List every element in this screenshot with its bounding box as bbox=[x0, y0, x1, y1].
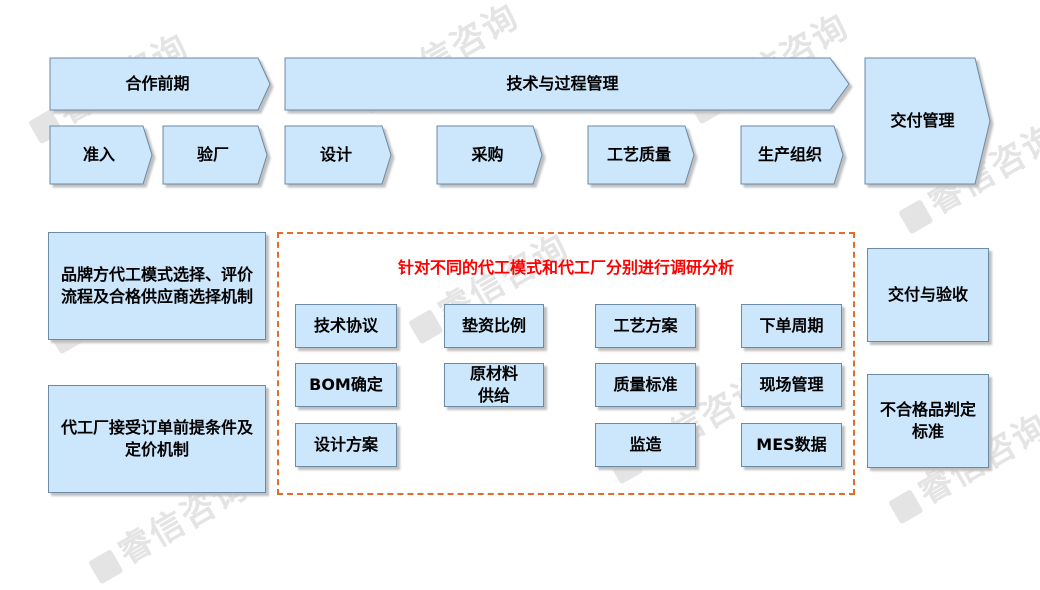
item-design-plan: 设计方案 bbox=[295, 423, 397, 467]
step-label-craft-quality: 工艺质量 bbox=[606, 144, 671, 164]
step-chevron-1 bbox=[49, 125, 153, 185]
step-chevron-6 bbox=[740, 125, 844, 185]
box-nonconforming-standard: 不合格品判定标准 bbox=[867, 374, 989, 468]
item-advance-ratio: 垫资比例 bbox=[444, 304, 544, 348]
step-chevron-2 bbox=[162, 125, 268, 185]
step-label-design: 设计 bbox=[319, 144, 352, 164]
item-mes-data: MES数据 bbox=[741, 423, 842, 467]
phase-arrow-cooperation bbox=[49, 57, 271, 111]
process-shapes bbox=[49, 57, 991, 185]
research-region bbox=[277, 232, 855, 495]
step-chevron-3 bbox=[284, 125, 392, 185]
phase-arrow-tech bbox=[284, 57, 850, 111]
item-craft-plan: 工艺方案 bbox=[595, 304, 696, 348]
research-title: 针对不同的代工模式和代工厂分别进行调研分析 bbox=[397, 258, 734, 277]
phase-label-delivery: 交付管理 bbox=[890, 110, 955, 130]
box-order-conditions: 代工厂接受订单前提条件及定价机制 bbox=[48, 385, 266, 493]
item-bom: BOM确定 bbox=[295, 363, 397, 407]
step-label-purchase: 采购 bbox=[471, 144, 504, 164]
step-label-access: 准入 bbox=[82, 144, 115, 164]
step-chevron-4 bbox=[436, 125, 543, 185]
box-brand-selection: 品牌方代工模式选择、评价流程及合格供应商选择机制 bbox=[48, 232, 266, 340]
item-supervision: 监造 bbox=[595, 423, 696, 467]
item-site-management: 现场管理 bbox=[741, 363, 842, 407]
phase-arrow-delivery bbox=[864, 57, 991, 185]
step-chevron-5 bbox=[587, 125, 695, 185]
item-quality-standard: 质量标准 bbox=[595, 363, 696, 407]
phase-label-cooperation: 合作前期 bbox=[125, 73, 190, 93]
step-label-audit: 验厂 bbox=[196, 144, 229, 164]
item-tech-agreement: 技术协议 bbox=[295, 304, 397, 348]
step-label-production: 生产组织 bbox=[757, 144, 822, 164]
box-delivery-acceptance: 交付与验收 bbox=[867, 248, 989, 342]
item-order-cycle: 下单周期 bbox=[741, 304, 842, 348]
item-raw-material: 原材料供给 bbox=[444, 363, 544, 407]
phase-label-tech: 技术与过程管理 bbox=[506, 73, 619, 93]
